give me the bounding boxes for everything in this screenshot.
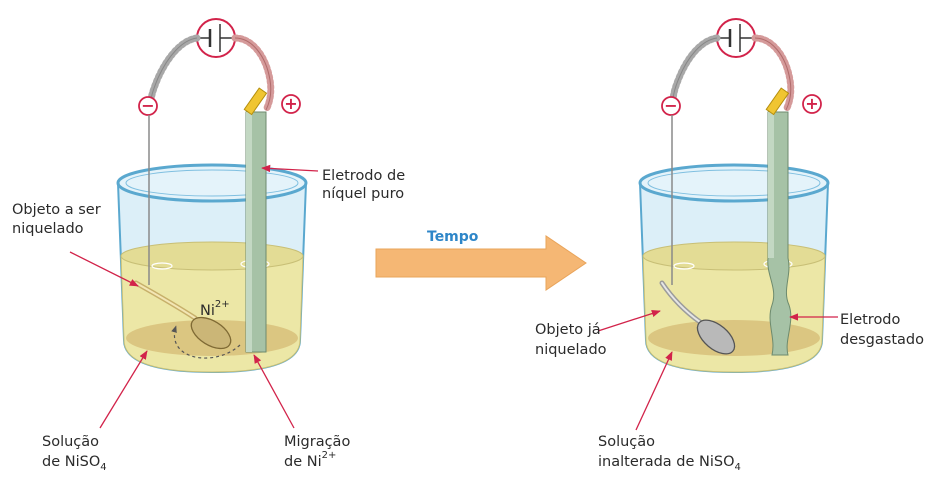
svg-text:+: + (805, 94, 818, 113)
tempo-arrow-icon (375, 235, 587, 291)
left-ion-label: Ni2+ (200, 299, 230, 319)
right-worn-electrode (765, 87, 792, 356)
left-object-label-1: Objeto a ser (12, 202, 101, 218)
right-battery-icon (716, 18, 756, 58)
left-electrode-label-2: níquel puro (322, 186, 404, 202)
svg-text:+: + (284, 94, 297, 113)
left-electrode-label-1: Eletrodo de (322, 168, 405, 184)
left-spoon-icon (133, 280, 232, 350)
svg-text:−: − (664, 96, 677, 115)
left-migration-label-2: de Ni2+ (284, 450, 336, 470)
left-solution-label-2: de NiSO4 (42, 454, 107, 473)
right-electrode-label-1: Eletrodo (840, 312, 901, 328)
left-migration-label-1: Migração (284, 434, 350, 450)
right-solution-label-2: inalterada de NiSO4 (598, 454, 741, 473)
right-electrode-label-2: desgastado (840, 332, 924, 348)
right-solution-label-1: Solução (598, 434, 655, 450)
left-object-label-2: niquelado (12, 221, 84, 237)
left-battery-icon (196, 18, 236, 58)
svg-text:−: − (141, 96, 154, 115)
time-arrow: Tempo (375, 229, 587, 291)
right-cell: − + Obje (535, 18, 924, 473)
left-ion-path (171, 325, 241, 359)
left-positive-terminal: + (281, 94, 301, 114)
right-positive-terminal: + (802, 94, 822, 114)
left-nickel-electrode (243, 87, 268, 353)
right-negative-terminal: − (661, 96, 681, 116)
right-spoon-icon (659, 280, 736, 355)
right-object-label-2: niquelado (535, 342, 607, 358)
tempo-label: Tempo (427, 229, 479, 245)
left-wire-negative (146, 34, 201, 116)
left-cell: − + (12, 18, 405, 473)
left-solution-label-1: Solução (42, 434, 99, 450)
left-negative-terminal: − (138, 96, 158, 116)
right-object-label-1: Objeto já (535, 322, 601, 338)
